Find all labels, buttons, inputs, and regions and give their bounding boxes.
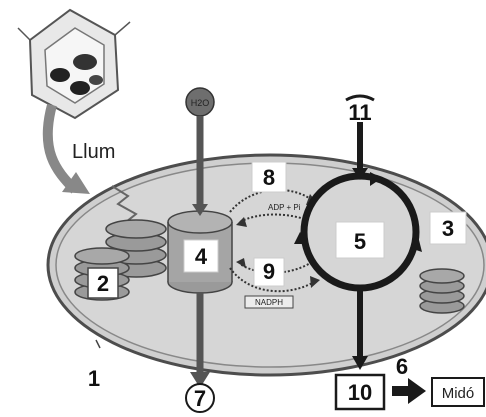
membrane-pointer — [95, 339, 101, 349]
label-9: 9 — [263, 259, 275, 284]
label-box-2 — [87, 267, 119, 299]
label-5: 5 — [354, 229, 366, 254]
sugar-arrow-head — [352, 356, 368, 370]
label-1: 1 — [88, 366, 100, 391]
label-box-5 — [335, 221, 385, 259]
cycle-arrow-top — [370, 172, 382, 186]
water-label: H2O — [191, 98, 210, 108]
cycle-arrow-left — [294, 232, 308, 244]
starch-label: Midó — [442, 385, 475, 402]
zoom-arrow-head — [62, 172, 90, 194]
cycle-arrow-right — [410, 236, 422, 252]
label-box-10 — [334, 373, 386, 411]
adp-pi-label: ADP + Pi — [268, 203, 301, 212]
water-arrow-head — [192, 204, 208, 216]
label-11-cap — [345, 94, 375, 102]
label-11: 11 — [348, 100, 371, 125]
label-box-3 — [429, 211, 467, 245]
label-10: 10 — [348, 380, 372, 405]
nadph-box — [244, 295, 294, 309]
co2-arrow-head — [352, 168, 368, 180]
starch-arrow-head — [408, 378, 426, 404]
light-label: Llum — [72, 141, 115, 163]
leaf-cell-icon — [17, 8, 131, 120]
label-box-9 — [253, 257, 285, 287]
label-7: 7 — [194, 386, 206, 411]
label-2: 2 — [97, 271, 109, 296]
starch-box — [431, 377, 485, 407]
label-4: 4 — [195, 244, 208, 269]
label-box-8 — [251, 161, 287, 193]
adp-arrow-return — [239, 213, 313, 223]
zoom-arrow — [42, 103, 79, 194]
nadph-label: NADPH — [255, 298, 283, 307]
granum-right — [419, 268, 465, 314]
label-8: 8 — [263, 165, 275, 190]
starch-arrow-body — [392, 386, 410, 396]
oxygen-arrow-head — [190, 372, 210, 388]
label-box-4 — [183, 239, 219, 273]
label-6: 6 — [396, 354, 408, 379]
label-3: 3 — [442, 216, 454, 241]
label-circle-7 — [185, 383, 215, 413]
